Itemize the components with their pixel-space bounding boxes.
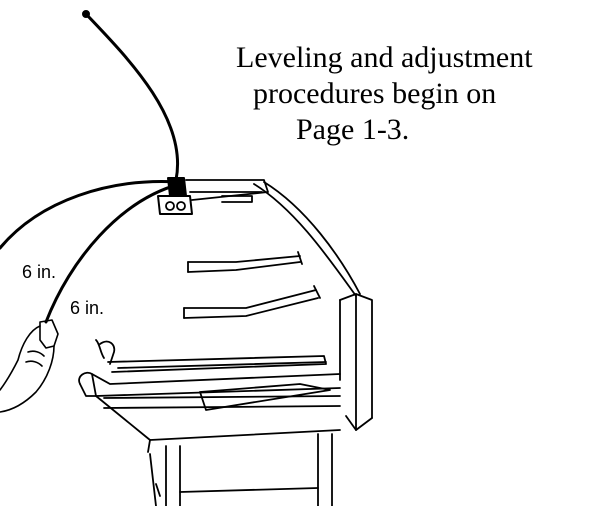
dimension-label-upper: 6 in.	[22, 262, 57, 282]
power-cords	[0, 10, 182, 324]
caption-line-1: Leveling and adjustment	[236, 41, 533, 74]
dimension-label-lower: 6 in.	[70, 298, 105, 318]
lower-cord	[44, 182, 182, 324]
middle-shelf	[183, 285, 321, 319]
top-cord-end	[82, 10, 90, 18]
canopy	[185, 179, 269, 203]
upper-shelf	[187, 251, 303, 273]
top-cord	[84, 12, 179, 182]
caption-line-2: procedures begin on	[253, 77, 497, 110]
junction-box	[157, 177, 193, 215]
lower-tray	[199, 383, 331, 411]
left-cord	[0, 180, 180, 250]
case-legs	[149, 433, 333, 506]
hand-holding-plug	[0, 319, 59, 413]
caption-line-3: Page 1-3.	[296, 113, 410, 146]
front-glass	[253, 181, 361, 297]
case-end-wall	[339, 293, 373, 431]
base-deck	[95, 339, 327, 373]
